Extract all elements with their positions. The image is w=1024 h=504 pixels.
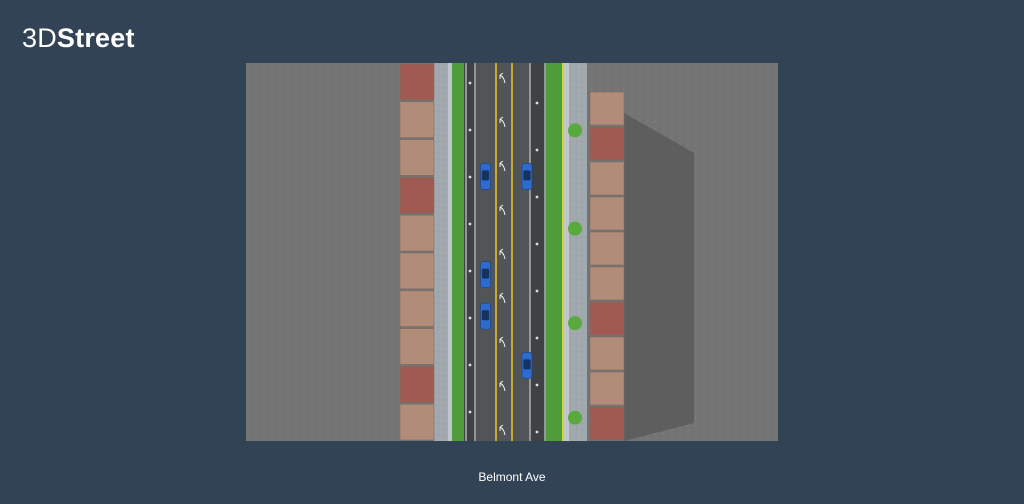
car-windshield	[481, 310, 490, 321]
turn-arrow	[499, 160, 506, 172]
turn-arrow	[499, 204, 506, 216]
building-west	[399, 403, 435, 441]
turn-arrow	[499, 72, 506, 84]
sidewalk-east	[569, 63, 587, 441]
bike-lane-northbound	[529, 63, 546, 441]
bike-lane-symbol	[535, 383, 539, 387]
building-west	[399, 177, 435, 214]
car-windshield	[481, 170, 490, 181]
turn-lane-center	[495, 63, 513, 441]
building-east	[589, 406, 625, 441]
bike-lane-symbol	[535, 101, 539, 105]
bike-lane-symbol	[468, 316, 472, 320]
curb-west	[448, 63, 452, 441]
building-east	[589, 196, 625, 231]
tree	[568, 221, 582, 236]
street-plan-view[interactable]	[246, 63, 778, 441]
bike-lane-symbol	[468, 81, 472, 85]
turn-arrow	[499, 424, 506, 436]
turn-arrow	[499, 380, 506, 392]
building-west	[399, 366, 435, 403]
planting-strip-east	[546, 63, 562, 441]
trees	[568, 123, 582, 425]
street-name-label: Belmont Ave	[478, 470, 546, 484]
tree	[568, 316, 582, 331]
bike-lane-symbol	[468, 175, 472, 179]
logo-prefix: 3D	[22, 23, 57, 53]
bike-lane-symbol	[468, 410, 472, 414]
bike-lane-symbol	[535, 336, 539, 340]
building-west	[399, 63, 435, 101]
planting-strip-west	[452, 63, 464, 441]
tree	[568, 410, 582, 425]
building-east	[589, 266, 625, 301]
building-east	[589, 126, 625, 161]
drive-lane-southbound-left	[476, 63, 495, 441]
turn-arrow	[499, 248, 506, 260]
bike-lane-symbol	[535, 195, 539, 199]
building-east	[589, 231, 625, 266]
logo[interactable]: 3DStreet	[22, 22, 135, 54]
bike-lane-symbol	[468, 128, 472, 132]
curb-paint-east	[562, 63, 564, 441]
turn-arrow	[499, 336, 506, 348]
building-east	[589, 371, 625, 406]
buildings	[399, 63, 625, 441]
building-west	[399, 290, 435, 327]
building-west	[399, 101, 435, 138]
curb-east	[562, 63, 569, 441]
bike-lane-symbol	[535, 289, 539, 293]
building-west	[399, 214, 435, 252]
building-east	[589, 91, 625, 126]
bike-lane-symbol	[468, 269, 472, 273]
cars	[480, 163, 533, 379]
street-layers	[434, 63, 587, 441]
bike-lane-symbol	[535, 242, 539, 246]
bike-lane-symbol	[468, 222, 472, 226]
drive-lane-northbound-right	[513, 63, 529, 441]
building-east	[589, 336, 625, 371]
bike-lane-southbound	[464, 63, 476, 441]
logo-suffix: Street	[56, 23, 135, 53]
turn-arrow	[499, 292, 506, 304]
car-windshield	[523, 170, 531, 181]
street-render	[246, 63, 778, 441]
bike-lane-symbol	[535, 430, 539, 434]
shadow-east	[624, 113, 694, 441]
building-west	[399, 139, 435, 176]
bike-lane-symbol	[468, 363, 472, 367]
car-windshield	[481, 268, 490, 279]
sidewalk-west	[434, 63, 448, 441]
building-west	[399, 252, 435, 290]
building-west	[399, 328, 435, 365]
tree	[568, 123, 582, 138]
turn-arrow	[499, 116, 506, 128]
car-windshield	[523, 359, 531, 370]
building-east	[589, 301, 625, 336]
building-east	[589, 161, 625, 196]
bike-lane-symbol	[535, 148, 539, 152]
